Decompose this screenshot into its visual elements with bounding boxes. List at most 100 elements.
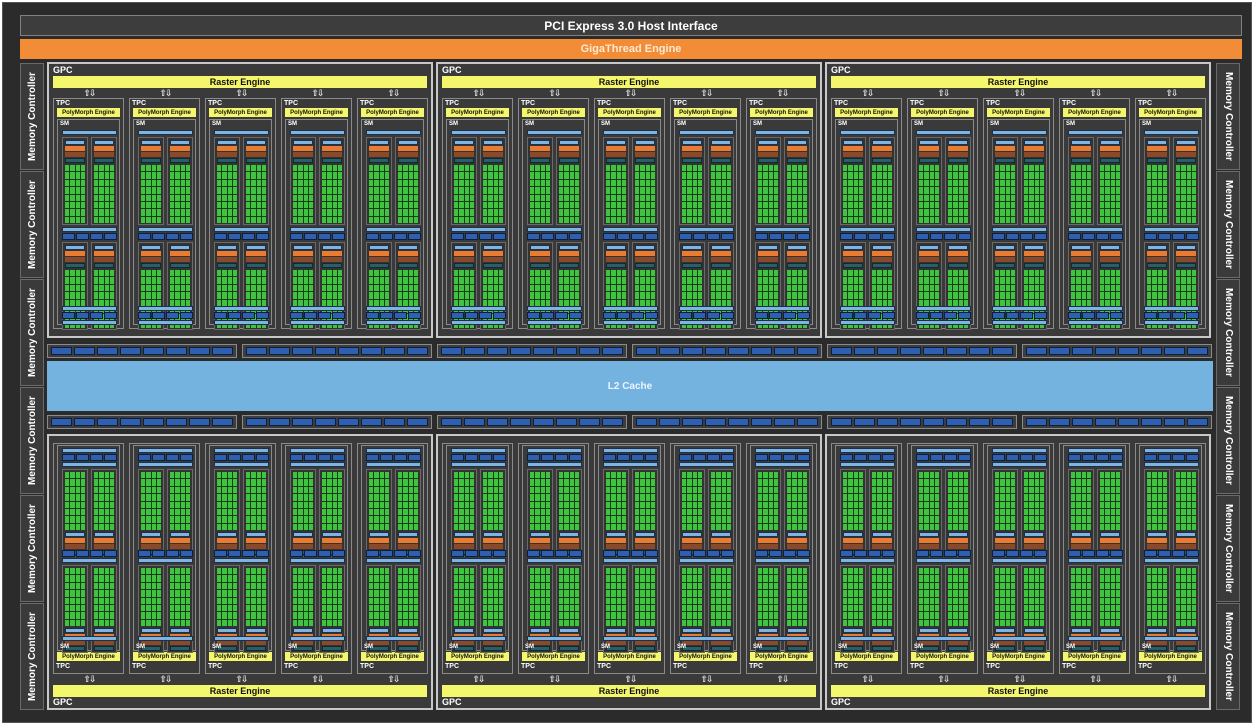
cuda-core	[403, 508, 408, 516]
tpc-label: TPC	[521, 663, 535, 670]
cuda-core	[569, 523, 574, 530]
cuda-core	[374, 165, 379, 172]
register-file	[483, 646, 503, 651]
cuda-core	[1024, 479, 1029, 486]
dispatch-unit	[65, 544, 85, 549]
cuda-core	[887, 568, 892, 575]
cuda-core	[682, 187, 687, 194]
memory-controller-left: Memory Controller	[20, 603, 44, 710]
cuda-core	[640, 179, 645, 187]
cuda-core	[611, 604, 616, 612]
cuda-core	[80, 187, 85, 194]
cuda-core	[919, 216, 924, 223]
instruction-buffer	[872, 628, 892, 633]
dispatch-unit	[948, 257, 968, 262]
cuda-core	[611, 216, 616, 223]
cuda-core	[887, 604, 892, 612]
polymorph-engine: PolyMorph Engine	[911, 652, 974, 661]
memory-controller-right: Memory Controller	[1216, 279, 1240, 386]
cuda-core	[687, 277, 692, 284]
cuda-core	[882, 216, 887, 223]
texture-unit-row	[679, 312, 734, 319]
cuda-core	[882, 590, 887, 597]
texture-cache	[451, 320, 506, 325]
cuda-core	[1000, 179, 1005, 187]
cuda-core	[180, 194, 185, 201]
cuda-core	[1039, 479, 1044, 486]
cuda-core	[141, 479, 146, 486]
cuda-core	[337, 172, 342, 179]
cuda-core	[1191, 284, 1196, 292]
cuda-core	[104, 590, 109, 597]
cuda-core	[337, 270, 342, 277]
cuda-core	[858, 187, 863, 194]
cuda-core	[1081, 270, 1086, 277]
cuda-core	[217, 277, 222, 284]
cuda-core	[303, 209, 308, 216]
cuda-core	[768, 299, 773, 306]
sm-processing-block	[992, 137, 1018, 225]
cuda-core	[574, 194, 579, 201]
dispatch-unit	[369, 257, 389, 262]
cuda-core	[1191, 299, 1196, 306]
cuda-core	[498, 590, 503, 597]
cuda-core	[559, 494, 564, 501]
cuda-core	[146, 277, 151, 284]
cuda-core	[635, 216, 640, 223]
memory-controller-left: Memory Controller	[20, 63, 44, 170]
sm-processing-block	[1068, 137, 1094, 225]
cuda-core	[621, 501, 626, 508]
cuda-core	[559, 194, 564, 201]
texture-unit	[721, 550, 734, 557]
instruction-buffer	[919, 140, 939, 145]
cuda-core	[369, 472, 374, 479]
cuda-core	[858, 472, 863, 479]
cuda-core	[498, 501, 503, 508]
cuda-core	[65, 172, 70, 179]
texture-unit	[214, 550, 227, 557]
texture-unit	[62, 550, 75, 557]
cuda-core	[768, 172, 773, 179]
cuda-core	[574, 604, 579, 612]
sm-processing-block	[91, 469, 117, 557]
register-file	[995, 646, 1015, 651]
cuda-core	[650, 284, 655, 292]
cuda-core	[792, 501, 797, 508]
instruction-buffer	[369, 532, 389, 537]
texture-unit	[90, 312, 103, 319]
cuda-core	[332, 179, 337, 187]
cuda-core	[559, 277, 564, 284]
memory-controller-label: Memory Controller	[26, 72, 38, 161]
cuda-core	[635, 582, 640, 590]
cuda-core	[332, 284, 337, 292]
cuda-core	[332, 568, 337, 575]
instruction-buffer	[454, 245, 474, 250]
instruction-buffer	[606, 628, 626, 633]
texture-unit-row	[451, 454, 506, 461]
texture-unit	[944, 312, 957, 319]
cuda-core	[374, 501, 379, 508]
texture-unit	[76, 233, 89, 240]
cuda-core	[217, 179, 222, 187]
instruction-buffer	[635, 628, 655, 633]
texture-unit	[166, 312, 179, 319]
cuda-core	[924, 194, 929, 201]
cuda-core	[156, 486, 161, 494]
cuda-core	[185, 201, 190, 209]
cuda-core	[1081, 277, 1086, 284]
sm-processing-block	[1097, 469, 1123, 557]
cuda-core	[687, 494, 692, 501]
cuda-core	[185, 179, 190, 187]
cuda-core	[146, 568, 151, 575]
cuda-core	[374, 523, 379, 530]
cuda-core	[792, 209, 797, 216]
cuda-core	[535, 575, 540, 582]
cuda-core	[872, 270, 877, 277]
cuda-core	[369, 508, 374, 516]
cuda-core	[151, 604, 156, 612]
cuda-core	[222, 501, 227, 508]
register-file	[170, 263, 190, 268]
cuda-core	[498, 568, 503, 575]
